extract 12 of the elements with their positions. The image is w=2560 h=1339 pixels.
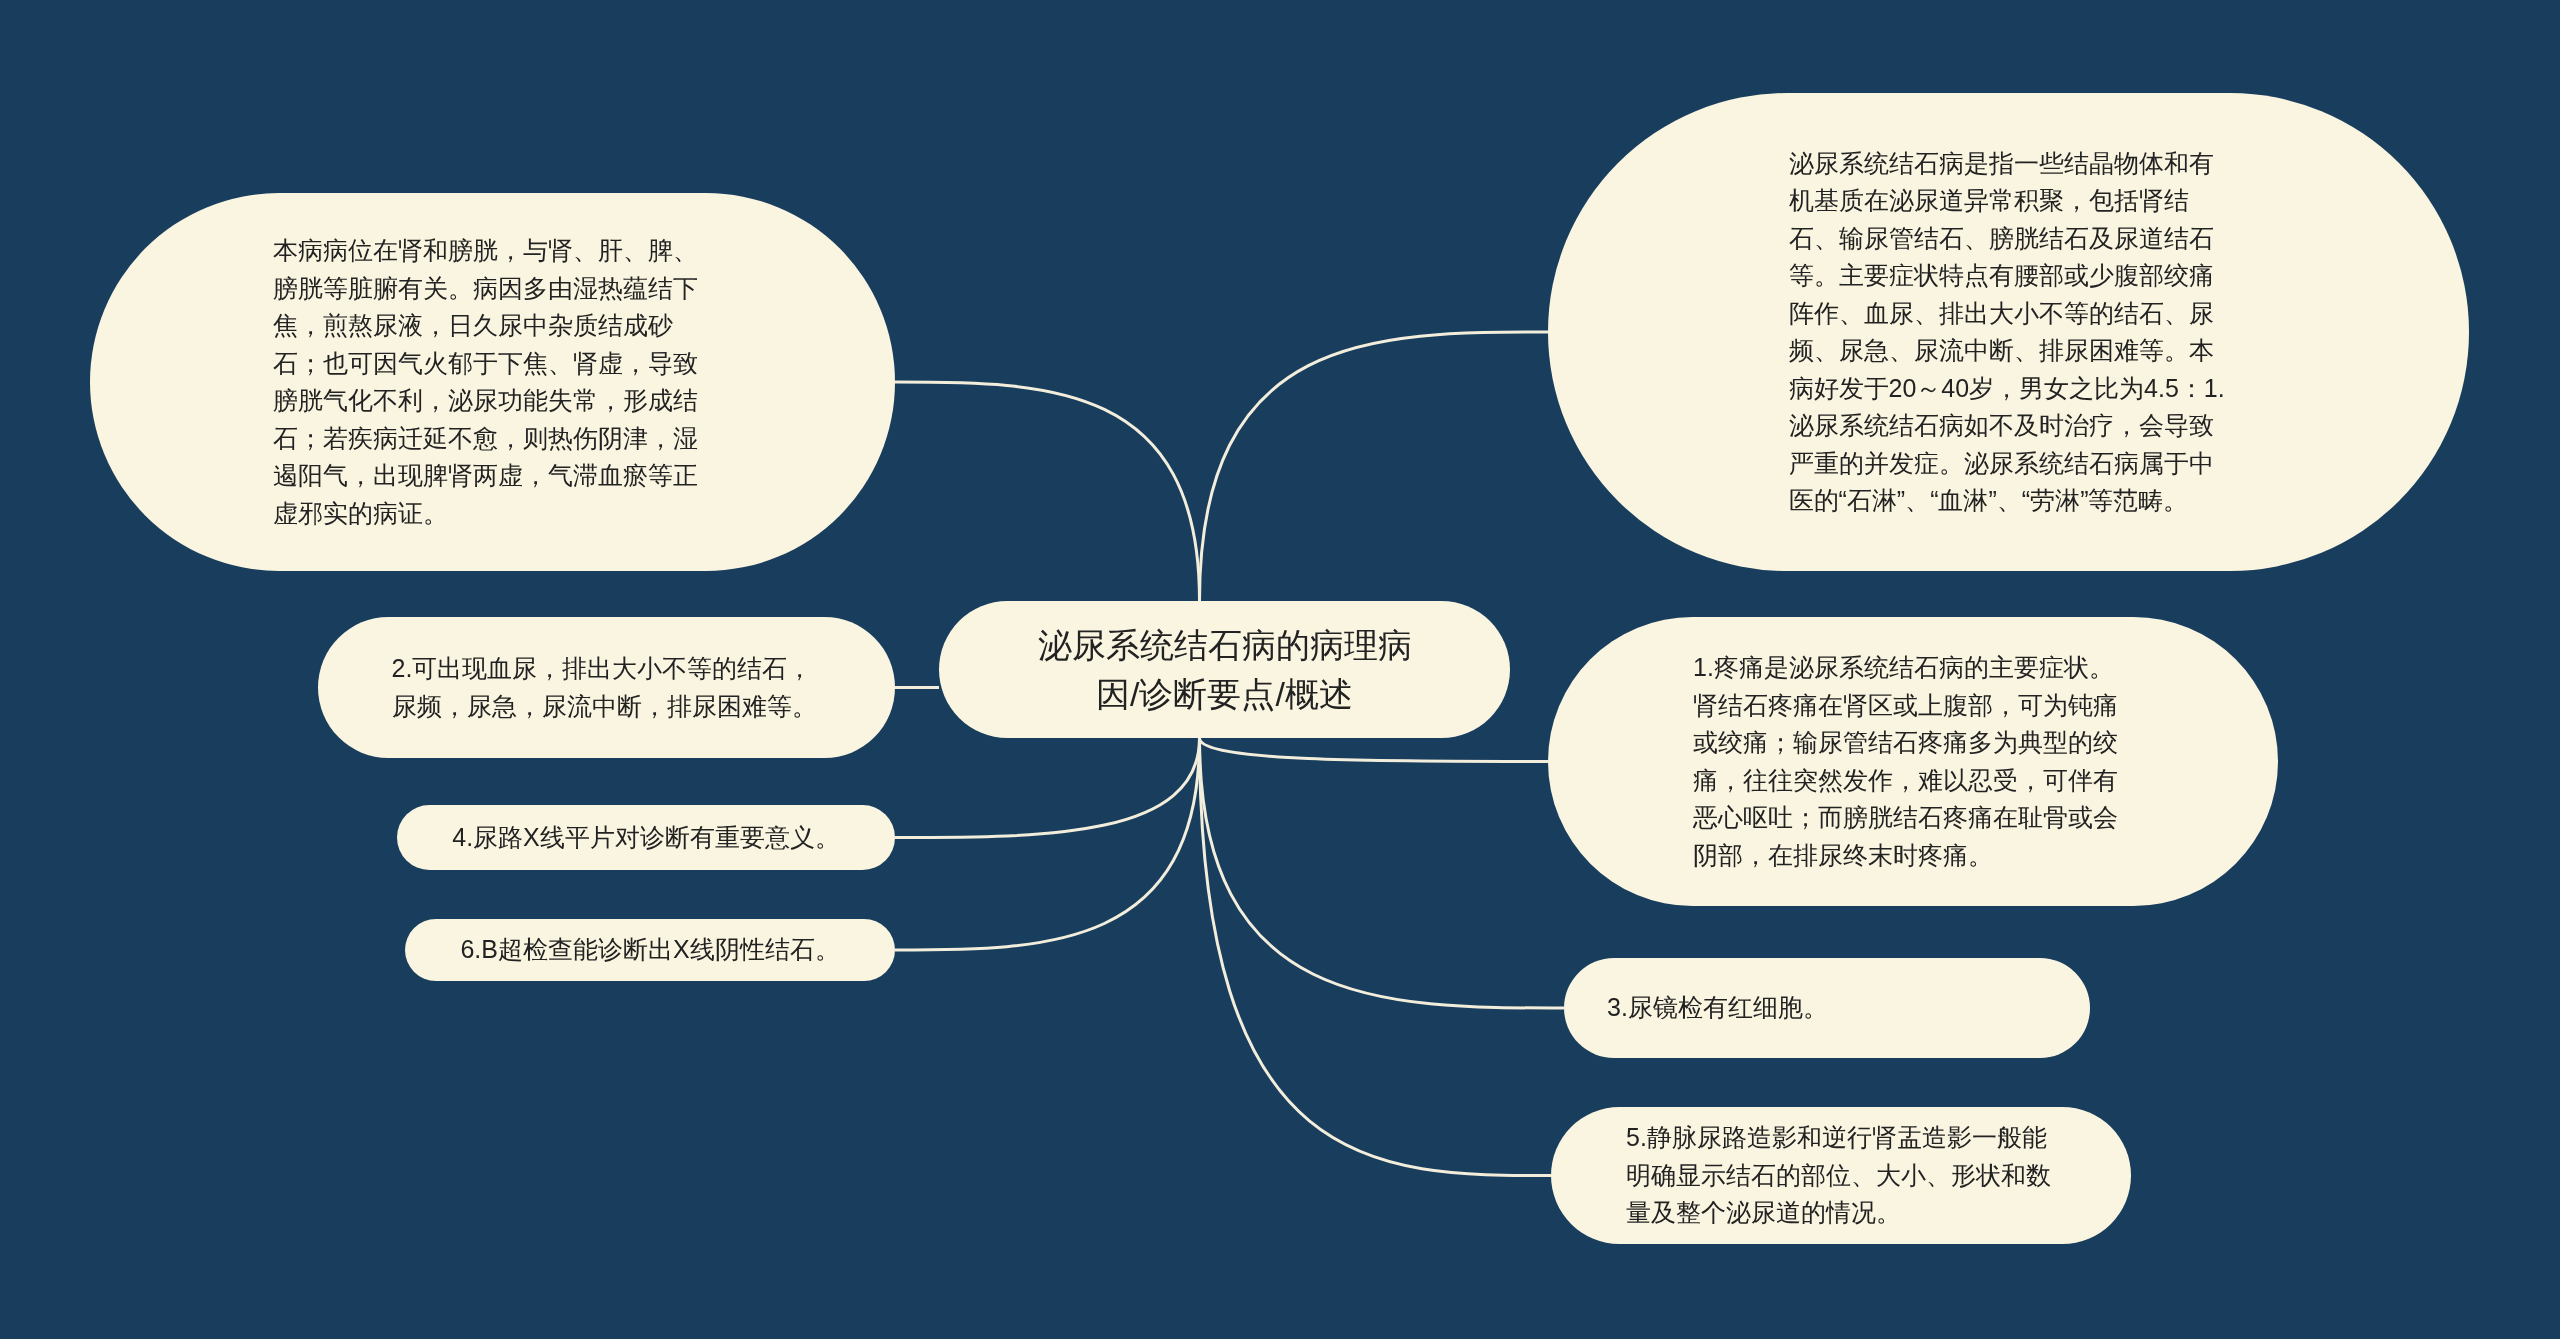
topic-text: 3.尿镜检有红细胞。 [1607, 992, 1829, 1024]
connector-line [895, 686, 939, 689]
topic-text: 4.尿路X线平片对诊断有重要意义。 [451, 821, 841, 853]
central-topic-text: 泌尿系统结石病的病理病因/诊断要点/概述 [1036, 624, 1413, 715]
topic-text: 6.B超检查能诊断出X线阴性结石。 [459, 934, 841, 966]
topic-text: 5.静脉尿路造影和逆行肾盂造影一般能明确显示结石的部位、大小、形状和数量及整个泌尿道的情况。 [1626, 1122, 2052, 1229]
connector-line [1198, 737, 1548, 763]
topic-text: 泌尿系统结石病是指一些结晶物体和有机基质在泌尿道异常积聚，包括肾结石、输尿管结石、膀胱结石及尿道结石等。主要症状特点有腰部或少腹部绞痛阵作、血尿、排出大小不等的结石、尿频、尿急、尿流中断、排尿困难等。本病好发于20～40岁，男女之比为4.5：1.泌尿系统结石病如不及时治疗，会导致严重的并发症。泌尿系统结石病属于中医的“石淋”、“血淋”、“劳淋”等范畴。 [1788, 147, 2226, 516]
connector-line [1198, 330, 1548, 602]
topic-text: 本病病位在肾和膀胱，与肾、肝、脾、膀胱等脏腑有关。病因多由湿热蕴结下焦，煎熬尿液，日久尿中杂质结成砂石；也可因气火郁于下焦、肾虚，导致膀胱气化不利，泌尿功能失常，形成结石；若疾病迁延不愈，则热伤阴津，湿遏阳气，出现脾肾两虚，气滞血瘀等正虚邪实的病证。 [272, 235, 699, 529]
topic-text: 1.疼痛是泌尿系统结石病的主要症状。肾结石疼痛在肾区或上腹部，可为钝痛或绞痛；输尿管结石疼痛多为典型的绞痛，往往突然发作，难以忍受，可伴有恶心呕吐；而膀胱结石疼痛在耻骨或会阴部，在排尿终末时疼痛。 [1693, 652, 2119, 871]
topic-text: 2.可出现血尿，排出大小不等的结石，尿频，尿急，尿流中断，排尿困难等。 [391, 653, 818, 722]
